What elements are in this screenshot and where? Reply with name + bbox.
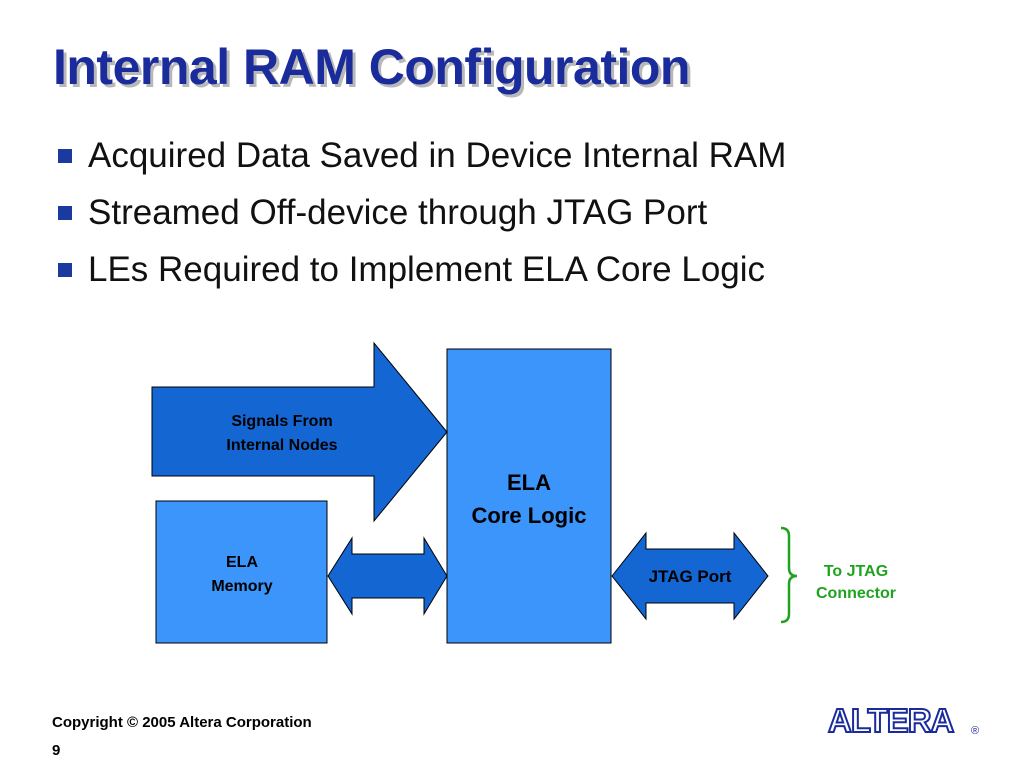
bullet-square-icon <box>58 149 72 163</box>
signals-from-internal-nodes-arrow: Signals From Internal Nodes <box>151 341 448 523</box>
copyright-text: Copyright © 2005 Altera Corporation <box>52 714 312 731</box>
bullet-square-icon <box>58 263 72 277</box>
bullet-text: LEs Required to Implement ELA Core Logic <box>88 250 766 289</box>
to-jtag-label-line1: To JTAG <box>824 563 888 580</box>
signals-arrow-shape <box>151 341 448 523</box>
bullet-list: Acquired Data Saved in Device Internal R… <box>58 134 786 305</box>
page-number: 9 <box>52 742 61 759</box>
signals-arrow-label-line1: Signals From <box>231 413 332 430</box>
memory-core-double-arrow <box>327 536 448 616</box>
ela-memory-label-line1: ELA <box>226 554 258 571</box>
to-jtag-label-line2: Connector <box>816 585 896 602</box>
jtag-port-arrow-shape <box>611 531 769 621</box>
ela-memory-label-line2: Memory <box>211 578 272 595</box>
ela-core-logic-box <box>446 348 612 644</box>
bullet-text: Streamed Off-device through JTAG Port <box>88 193 708 232</box>
ela-memory-box <box>155 500 328 644</box>
jtag-port-arrow: JTAG Port <box>611 531 769 621</box>
registered-mark: ® <box>971 725 979 737</box>
ela-core-logic-block: ELA Core Logic <box>446 348 612 644</box>
signals-arrow-label-line2: Internal Nodes <box>226 437 337 454</box>
bullet-item: Streamed Off-device through JTAG Port <box>58 191 786 248</box>
slide-title: Internal RAM Configuration <box>53 39 690 95</box>
bullet-item: Acquired Data Saved in Device Internal R… <box>58 134 786 191</box>
bullet-text: Acquired Data Saved in Device Internal R… <box>88 136 787 175</box>
jtag-connector-brace <box>780 526 798 624</box>
bullet-item: LEs Required to Implement ELA Core Logic <box>58 248 786 305</box>
altera-logo: ALTERA ® <box>827 701 979 740</box>
altera-logo-text: ALTERA <box>828 702 954 739</box>
ela-core-label-line2: Core Logic <box>472 503 587 528</box>
ela-core-label-line1: ELA <box>507 470 551 495</box>
ela-memory-block: ELA Memory <box>155 500 328 644</box>
bullet-square-icon <box>58 206 72 220</box>
jtag-port-label: JTAG Port <box>649 567 732 586</box>
